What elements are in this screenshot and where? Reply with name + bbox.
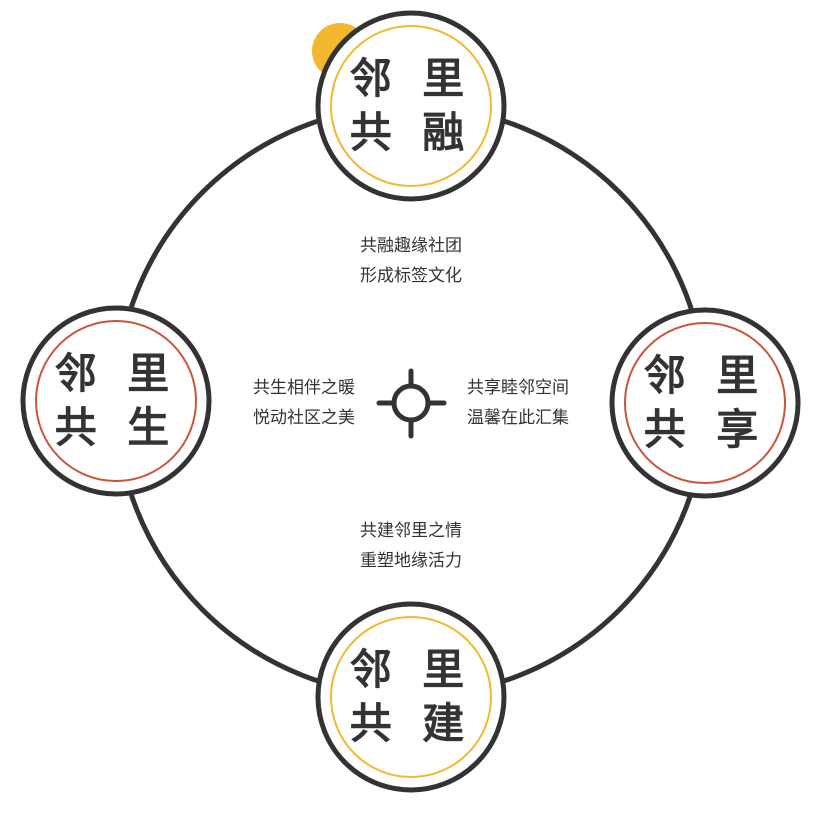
node-right [609, 307, 801, 499]
caption-right: 共享睦邻空间 温馨在此汇集 [467, 373, 667, 433]
node-top-title-line2: 共 融 [349, 108, 473, 157]
node-right-title-line2: 共 享 [643, 405, 767, 454]
node-bottom-title: 邻 里 共 建 [321, 643, 501, 751]
caption-left-line1: 共生相伴之暖 [253, 378, 355, 398]
node-left-title: 邻 里 共 生 [26, 347, 206, 455]
node-bottom [315, 601, 507, 793]
caption-left-line2: 悦动社区之美 [253, 408, 355, 428]
node-top-title-line1: 邻 里 [349, 54, 473, 103]
node-right-title: 邻 里 共 享 [615, 349, 795, 457]
node-bottom-title-line2: 共 建 [349, 699, 473, 748]
crosshair-icon [376, 368, 447, 439]
node-top-inner-ring [330, 25, 492, 187]
node-right-inner-ring [624, 322, 786, 484]
caption-right-line2: 温馨在此汇集 [467, 408, 569, 428]
caption-top: 共融趣缘社团 形成标签文化 [311, 231, 511, 291]
node-left-inner-ring [35, 320, 197, 482]
node-right-title-line1: 邻 里 [643, 351, 767, 400]
node-left [20, 305, 212, 497]
node-top-title: 邻 里 共 融 [321, 52, 501, 160]
node-bottom-inner-ring [330, 616, 492, 778]
caption-bottom: 共建邻里之情 重塑地缘活力 [311, 516, 511, 576]
caption-right-line1: 共享睦邻空间 [467, 378, 569, 398]
caption-top-line2: 形成标签文化 [360, 266, 462, 286]
node-top [315, 10, 507, 202]
caption-bottom-line1: 共建邻里之情 [360, 521, 462, 541]
caption-left: 共生相伴之暖 悦动社区之美 [155, 373, 355, 433]
caption-top-line1: 共融趣缘社团 [360, 236, 462, 256]
caption-bottom-line2: 重塑地缘活力 [360, 551, 462, 571]
node-left-title-line1: 邻 里 [54, 349, 178, 398]
node-left-title-line2: 共 生 [54, 403, 178, 452]
node-bottom-title-line1: 邻 里 [349, 645, 473, 694]
